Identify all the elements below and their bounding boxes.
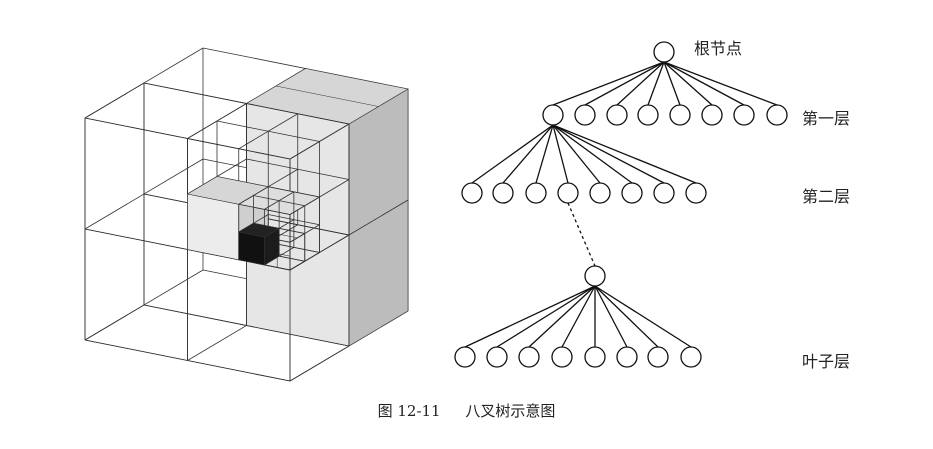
tree-node-leaf [584,346,606,368]
tree-node-leaf [616,346,638,368]
tree-edge [616,61,665,106]
tree-node-level-1 [701,104,723,126]
tree-node-leaf [680,346,702,368]
tree-node-level-2 [685,182,707,204]
cube-grid-line [275,85,379,107]
tree-edge [561,285,596,348]
tree-node-level-2 [461,182,483,204]
tree-edge [594,285,692,348]
figure-title: 八叉树示意图 [465,402,556,420]
tree-edge [663,61,681,106]
octree-tree-diagram [454,41,788,368]
level-label-leaf: 叶子层 [802,352,851,371]
cube-grid-line [348,199,409,236]
tree-edge [594,285,659,348]
tree-edge [552,61,665,106]
leaf-cube-top-face [237,222,280,238]
tree-edge [663,61,713,106]
tree-edge [663,61,778,106]
tree-node-root [653,41,675,63]
tree-edge [663,61,745,106]
tree-node-leaf-parent [584,265,606,287]
tree-node-level-2 [621,182,643,204]
tree-edge [502,124,554,184]
tree-node-level-2 [653,182,675,204]
cube-grid-line [289,260,305,271]
tree-edge [528,285,596,348]
tree-node-leaf [486,346,508,368]
tree-node-leaf [518,346,540,368]
tree-edge [552,124,601,184]
octree-cube-diagram [84,47,409,382]
tree-edge [594,285,628,348]
tree-edge [584,61,665,106]
tree-node-level-1 [542,104,564,126]
tree-node-leaf [454,346,476,368]
cube-grid-line [289,345,350,382]
level-label-root: 根节点 [694,39,743,58]
tree-edge [552,124,665,184]
figure-number: 图 12-11 [377,402,441,420]
tree-ellipsis-edge [567,202,596,267]
tree-node-level-1 [733,104,755,126]
tree-node-level-1 [574,104,596,126]
cube-grid-line [84,304,145,341]
tree-node-level-2 [589,182,611,204]
tree-node-level-1 [669,104,691,126]
tree-edge [471,124,554,184]
tree-node-leaf [551,346,573,368]
tree-node-leaf [647,346,669,368]
tree-node-level-1 [766,104,788,126]
level-label-1: 第一层 [802,109,851,128]
tree-edge [535,124,554,184]
level-label-2: 第二层 [802,187,851,206]
cube-grid-line [279,255,305,262]
tree-node-level-2 [557,182,579,204]
figure-caption: 图 12-11 八叉树示意图 [0,400,933,421]
tree-edge [496,285,596,348]
tree-edge [552,124,569,184]
cube-grid-line [279,227,305,234]
tree-edge [464,285,596,348]
tree-node-level-2 [492,182,514,204]
tree-node-level-2 [525,182,547,204]
tree-edge [647,61,665,106]
tree-node-level-1 [637,104,659,126]
cube-grid-line [84,82,145,119]
tree-edge [552,124,697,184]
tree-edge [552,124,633,184]
tree-node-level-1 [606,104,628,126]
